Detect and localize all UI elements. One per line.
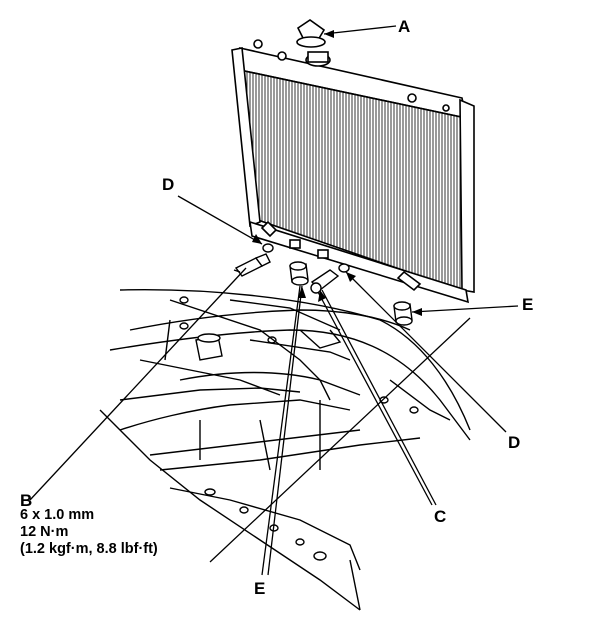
leader-e-bottom-2 xyxy=(267,285,303,576)
radiator-support-panel xyxy=(99,289,471,611)
leader-a xyxy=(323,25,397,35)
torque-nm: 12 N·m xyxy=(20,524,69,540)
arrowhead xyxy=(346,272,356,282)
leader-e-bottom xyxy=(261,285,301,576)
leader-b xyxy=(29,267,247,501)
leader-d-bottom xyxy=(345,271,507,433)
leader-e-right xyxy=(411,305,519,313)
o-ring xyxy=(338,263,350,273)
torque-alt-units: (1.2 kgf·m, 8.8 lbf·ft) xyxy=(20,541,158,557)
bolt-size: 6 x 1.0 mm xyxy=(20,507,95,523)
callout-b: B xyxy=(20,491,33,510)
callout-e-right: E xyxy=(522,295,534,314)
rubber-mount xyxy=(393,301,413,326)
callout-e-bottom: E xyxy=(254,579,266,598)
o-ring xyxy=(262,243,274,253)
arrowhead xyxy=(298,286,306,298)
hose-fitting xyxy=(195,333,223,361)
callout-c: C xyxy=(434,507,447,526)
leader-c-2 xyxy=(317,291,433,506)
drain-plug xyxy=(310,269,340,294)
radiator-cap xyxy=(296,19,326,48)
radiator-side-tank xyxy=(231,47,261,228)
leader-c xyxy=(321,289,437,506)
callout-d-bottom: D xyxy=(508,433,521,452)
drain-plug xyxy=(233,253,271,277)
leader-b-spec xyxy=(209,317,471,563)
rubber-mount xyxy=(289,261,309,286)
callout-d-top: D xyxy=(162,175,175,194)
arrowhead xyxy=(252,234,262,244)
leader-lines xyxy=(29,25,519,576)
torque-spec: 6 x 1.0 mm 12 N·m (1.2 kgf·m, 8.8 lbf·ft… xyxy=(20,507,158,558)
arrowhead xyxy=(318,290,326,302)
leader-d-top xyxy=(177,195,263,245)
callout-a: A xyxy=(398,17,411,36)
arrowhead xyxy=(324,30,334,38)
radiator xyxy=(231,39,475,304)
arrowhead xyxy=(412,308,422,316)
